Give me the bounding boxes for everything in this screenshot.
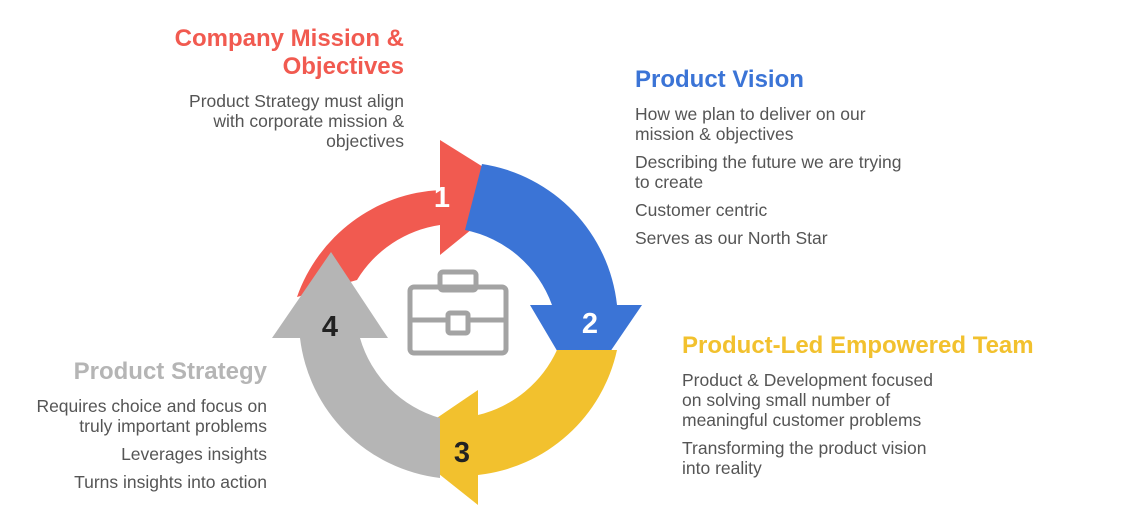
mission-point-line: Product Strategy must align <box>189 91 404 111</box>
vision-point-line: Customer centric <box>635 200 768 220</box>
vision-point-line: Serves as our North Star <box>635 228 828 248</box>
mission-point-line: with corporate mission & <box>213 111 404 131</box>
cycle-arrow-2 <box>465 164 642 393</box>
team-heading: Product-Led Empowered Team <box>682 332 1034 359</box>
team-point-line: on solving small number of <box>682 390 891 410</box>
team-point-line: Product & Development focused <box>682 370 933 390</box>
strategy-point: Turns insights into action <box>0 472 267 492</box>
team-point-line: Transforming the product vision <box>682 438 927 458</box>
team-point-line: into reality <box>682 458 762 478</box>
strategy-point-line: truly important problems <box>79 416 267 436</box>
strategy-heading: Product Strategy <box>73 358 267 385</box>
step-number-1: 1 <box>434 182 450 214</box>
cycle-arrow-3 <box>400 350 617 505</box>
strategy-point: Leverages insights <box>0 444 267 464</box>
strategy-point-line: Turns insights into action <box>74 472 267 492</box>
mission-heading: Objectives <box>282 53 404 80</box>
vision-point: Customer centric <box>635 200 1055 220</box>
vision-heading: Product Vision <box>635 66 804 93</box>
step-number-2: 2 <box>582 308 598 340</box>
cycle-arrow-1 <box>297 140 520 297</box>
vision-point-line: Describing the future we are trying <box>635 152 902 172</box>
step-number-4: 4 <box>322 311 338 343</box>
strategy-point-line: Leverages insights <box>121 444 267 464</box>
mission-point-line: objectives <box>326 131 404 151</box>
vision-point: Serves as our North Star <box>635 228 1055 248</box>
vision-point-line: to create <box>635 172 704 192</box>
strategy-point-line: Requires choice and focus on <box>36 396 267 416</box>
step-number-3: 3 <box>454 437 470 469</box>
team-point-line: meaningful customer problems <box>682 410 922 430</box>
vision-point-line: How we plan to deliver on our <box>635 104 866 124</box>
cycle-arrow-4 <box>272 252 440 478</box>
mission-heading: Company Mission & <box>174 25 404 52</box>
briefcase-icon <box>407 269 509 356</box>
vision-point-line: mission & objectives <box>635 124 794 144</box>
